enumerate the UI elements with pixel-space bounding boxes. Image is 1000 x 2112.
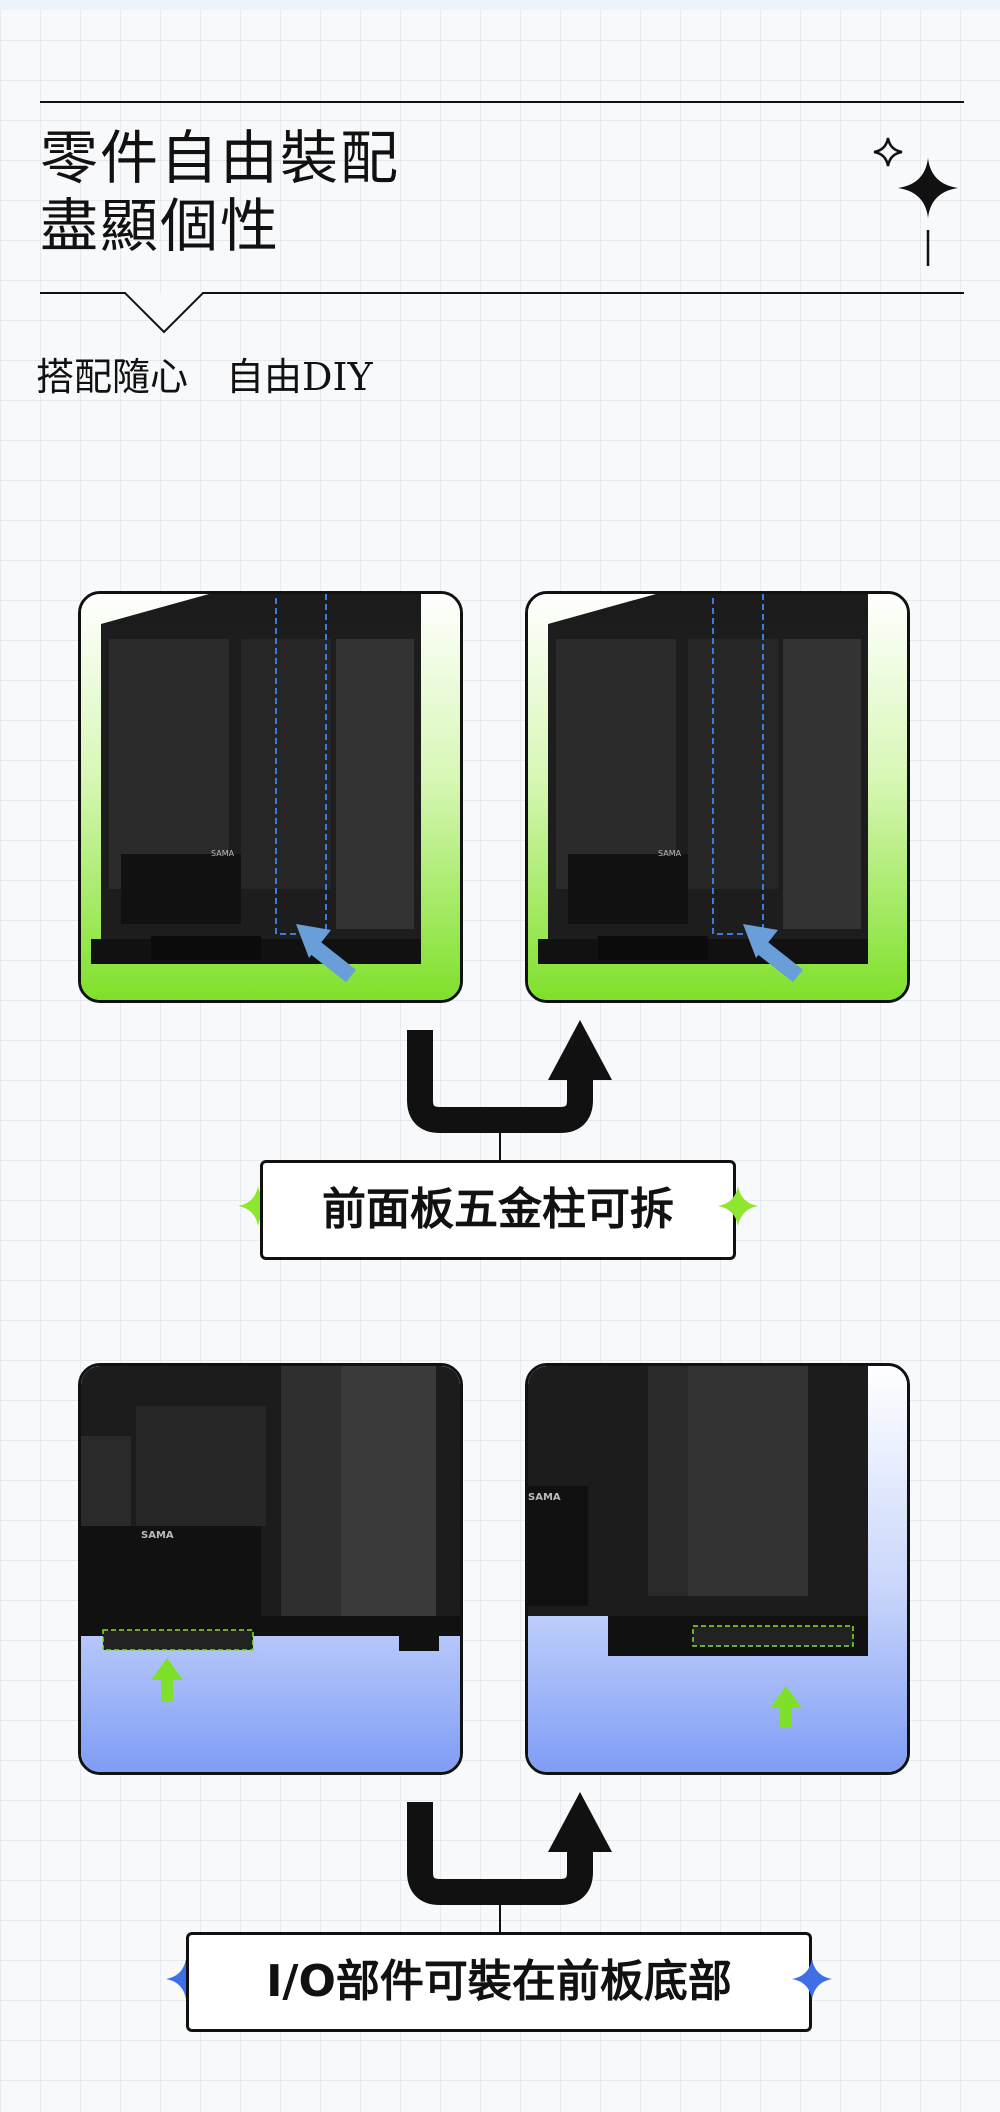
sparkle-icon	[792, 1959, 832, 1999]
feature-label-io-position: I/O部件可裝在前板底部	[186, 1932, 812, 2032]
title-line-1: 零件自由裝配	[40, 124, 401, 192]
sparkle-icon	[238, 1186, 278, 1226]
u-turn-arrow-icon	[407, 1020, 612, 1170]
arrow-icon	[770, 1686, 802, 1708]
pointer-notch	[124, 292, 204, 334]
case-badge: SAMA	[528, 1492, 561, 1503]
arrow-icon	[296, 924, 331, 958]
u-turn-arrow-icon	[407, 1792, 612, 1942]
header-bottom-rule	[40, 292, 964, 294]
panel-front-pillar-attached: SAMA	[78, 591, 463, 1003]
title-line-2: 盡顯個性	[40, 192, 281, 260]
header-top-rule	[40, 101, 964, 103]
panel-io-position-side: SAMA	[78, 1363, 463, 1775]
page-title: 零件自由裝配 盡顯個性	[40, 124, 400, 260]
panel-front-pillar-removed: SAMA	[525, 591, 910, 1003]
case-badge: SAMA	[211, 849, 235, 858]
case-badge: SAMA	[141, 1530, 174, 1541]
subtitle: 搭配隨心 自由DIY	[36, 355, 373, 399]
arrow-icon	[151, 1658, 183, 1680]
case-badge: SAMA	[658, 849, 682, 858]
sparkle-icon	[873, 137, 958, 266]
arrow-icon	[743, 924, 778, 958]
panel-io-position-front: SAMA	[525, 1363, 910, 1775]
sparkle-icon	[718, 1186, 758, 1226]
feature-label-front-pillar: 前面板五金柱可拆	[260, 1160, 736, 1260]
top-strip	[0, 0, 1000, 10]
